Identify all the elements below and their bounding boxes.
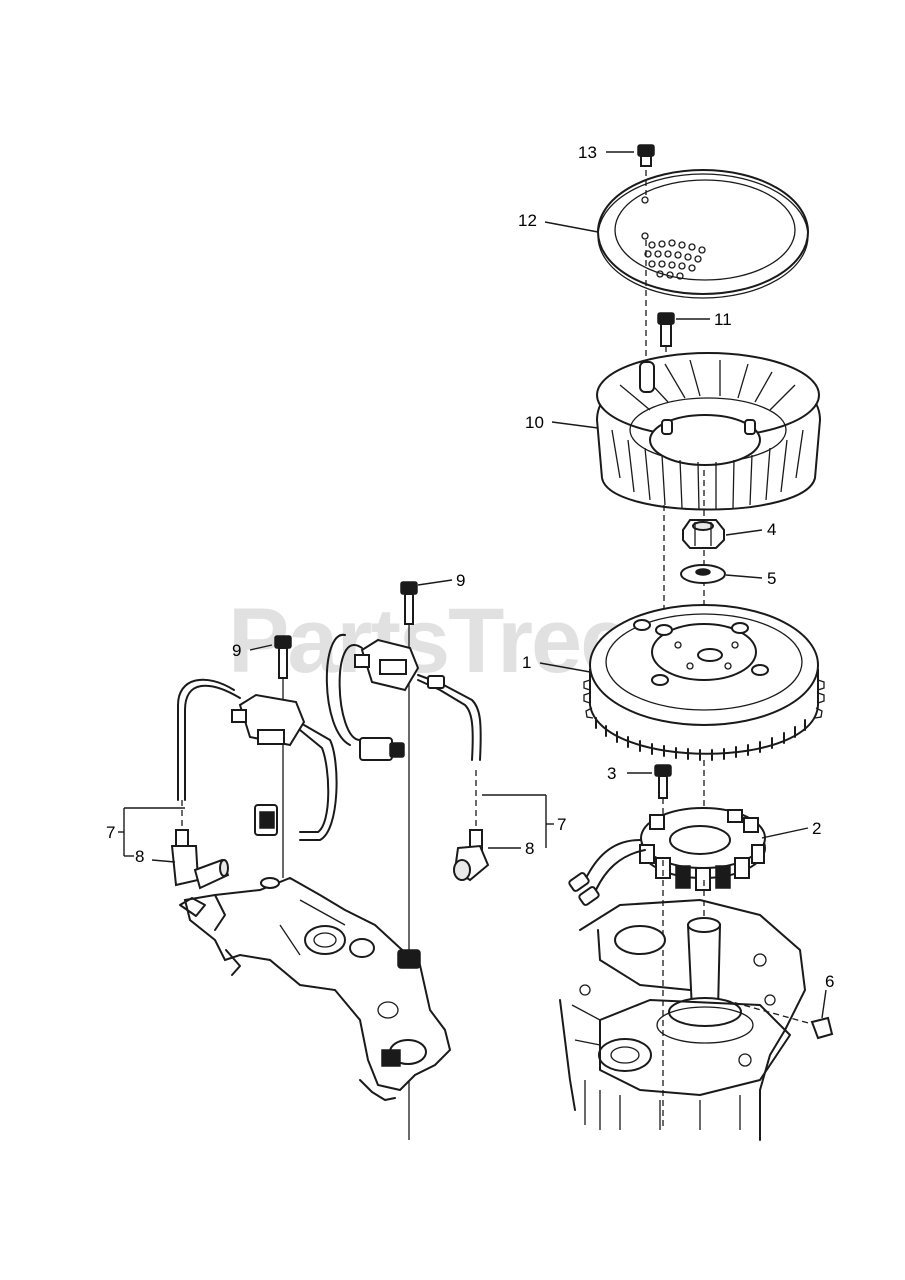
leader-lines — [118, 151, 827, 1019]
woodruff-key-6 — [724, 999, 834, 1040]
nut-4 — [682, 519, 725, 549]
callout-2: 2 — [812, 819, 821, 838]
screen-holes — [641, 196, 706, 280]
callout-3: 3 — [607, 764, 616, 783]
engine-crankcase — [559, 899, 806, 1141]
callout-13: 13 — [578, 143, 597, 162]
ignition-coil-upper — [325, 633, 482, 830]
coil-bracket-manifold — [179, 876, 452, 1101]
ignition-coil-lower — [177, 678, 338, 841]
ring-gear-teeth — [583, 679, 825, 761]
callout-9-upper: 9 — [456, 571, 465, 590]
callout-7-left: 7 — [106, 823, 115, 842]
spark-plug-cap-right — [453, 829, 490, 882]
watermark: PartsTree — [228, 590, 629, 692]
bolt-13 — [637, 144, 655, 195]
callout-7-right: 7 — [557, 815, 566, 834]
cooling-fan — [595, 352, 822, 511]
callouts: 13 12 11 10 4 5 1 3 2 6 9 9 7 8 7 8 — [106, 143, 834, 991]
callout-1: 1 — [522, 653, 531, 672]
flywheel — [583, 604, 825, 761]
fan-fins — [611, 359, 804, 511]
callout-4: 4 — [767, 520, 776, 539]
fan-cover-screen — [597, 169, 809, 299]
callout-8-left: 8 — [135, 847, 144, 866]
stator — [568, 807, 766, 906]
stator-windings — [639, 809, 765, 891]
spark-plug-cap-left — [170, 829, 230, 890]
callout-10: 10 — [525, 413, 544, 432]
washer-5 — [680, 564, 726, 584]
callout-5: 5 — [767, 569, 776, 588]
callout-9-lower: 9 — [232, 641, 241, 660]
callout-12: 12 — [518, 211, 537, 230]
callout-6: 6 — [825, 972, 834, 991]
callout-11: 11 — [714, 310, 732, 329]
callout-8-right: 8 — [525, 839, 534, 858]
